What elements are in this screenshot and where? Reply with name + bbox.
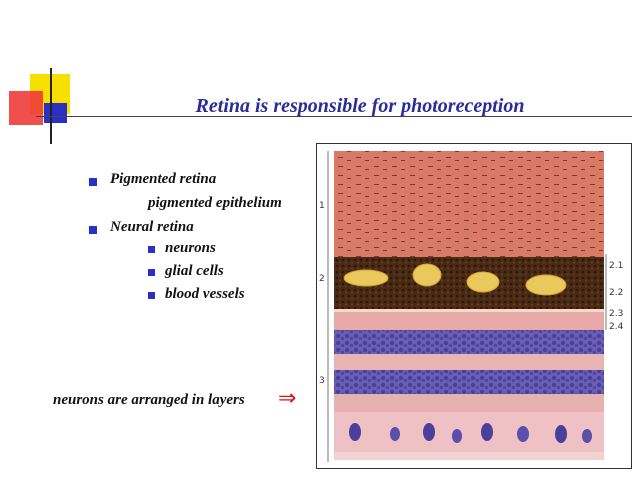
decor-horizontal-line <box>36 116 632 117</box>
list-item: blood vessels <box>165 286 245 302</box>
ganglion-cell <box>452 429 462 443</box>
membrane-line <box>334 309 604 312</box>
list-item: glial cells <box>165 263 224 279</box>
layer-label: 1 <box>319 201 325 211</box>
bullet-marker <box>89 178 97 186</box>
ganglion-cell <box>481 423 493 441</box>
vessel <box>466 271 500 293</box>
bullet-marker <box>148 269 155 276</box>
decor-red-square <box>9 91 43 125</box>
right-arrow-icon: ⇒ <box>278 386 297 411</box>
list-item: Neural retina <box>110 219 194 235</box>
list-item: neurons <box>165 240 216 256</box>
list-item: pigmented epithelium <box>148 195 282 211</box>
retina-section-image <box>327 151 607 462</box>
vessel <box>412 263 442 287</box>
ganglion-cell <box>555 425 567 443</box>
layer-label: 2 <box>319 274 325 284</box>
inner-limiting-layer <box>334 452 604 460</box>
ganglion-cell <box>582 429 592 443</box>
layer-label: 2.2 <box>609 288 624 298</box>
ganglion-cell <box>349 423 361 441</box>
layer-label: 3 <box>319 376 325 386</box>
layers-note: neurons are arranged in layers <box>53 392 245 408</box>
bullet-marker <box>148 292 155 299</box>
bullet-marker <box>148 246 155 253</box>
layer-3-band <box>334 312 604 330</box>
nuclear-layer <box>334 370 604 394</box>
nuclear-layer <box>334 330 604 354</box>
decor-vertical-line <box>50 68 52 144</box>
vessel <box>343 269 389 287</box>
decor-blue-square <box>44 103 67 123</box>
plexiform-layer <box>334 394 604 412</box>
slide-title: Retina is responsible for photoreception <box>195 95 525 117</box>
ganglion-cell <box>517 426 529 442</box>
plexiform-layer <box>334 354 604 370</box>
layer-1-band <box>334 151 604 257</box>
ganglion-cell <box>423 423 435 441</box>
vessel <box>525 274 567 296</box>
bullet-marker <box>89 226 97 234</box>
list-item: Pigmented retina <box>110 171 217 187</box>
layer-label: 2.1 <box>609 261 624 271</box>
layer-label: 2.3 <box>609 309 624 319</box>
layer-label: 2.4 <box>609 322 624 332</box>
retina-histology-figure: 1 2 3 2.1 2.2 2.3 2.4 <box>316 143 632 469</box>
ganglion-cell <box>390 427 400 441</box>
